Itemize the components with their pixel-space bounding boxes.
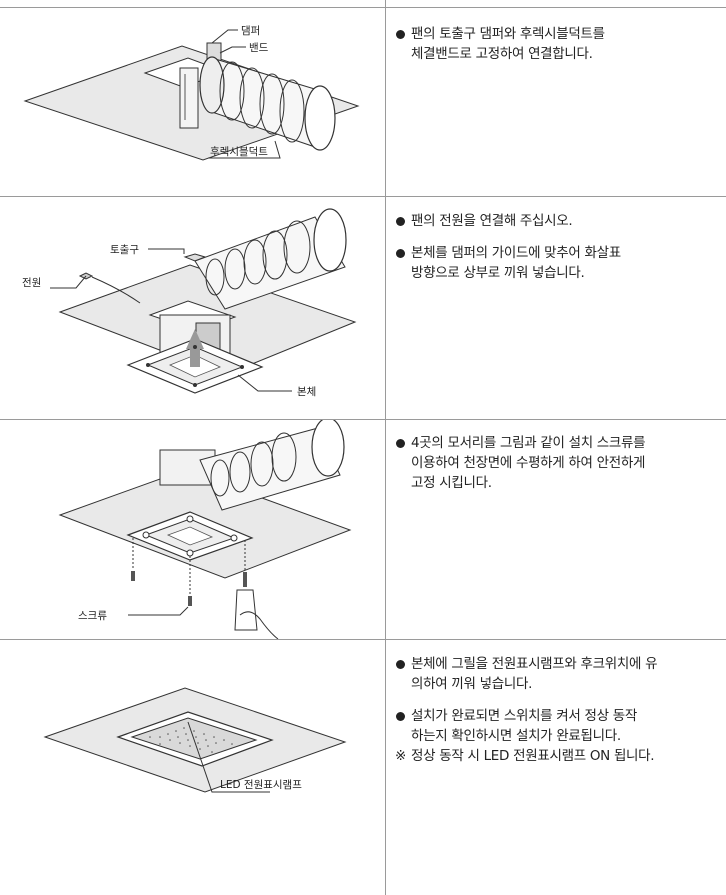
step-3-instructions: 4곳의 모서리를 그림과 같이 설치 스크류를 이용하여 천장면에 수평하게 하… [395,433,720,493]
bullet-item: 팬의 전원을 연결해 주십시오. [395,211,720,231]
duct-connection-illustration: 댐퍼 밴드 후렉시블덕트 [23,25,360,161]
fan-body-insertion-illustration: 토출구 전원 본체 [22,208,357,398]
bullet-text-line: 방향으로 상부로 끼워 넣습니다. [411,265,585,281]
bullet-dot-icon [396,30,405,39]
bullet-item: 본체에 그릴을 전원표시램프와 후크위치에 유 의하여 끼워 넣습니다. [395,654,720,694]
led-label: LED 전원표시램프 [220,779,302,791]
row-divider [0,639,726,640]
bullet-text-line: 이용하여 천장면에 수평하게 하여 안전하게 [411,455,646,471]
bullet-text-line: 팬의 토출구 댐퍼와 후렉시블덕트를 [411,26,605,42]
screw-label: 스크류 [78,610,107,622]
bullet-text-line: 본체를 댐퍼의 가이드에 맞추어 화살표 [411,245,621,261]
bullet-text-line: 설치가 완료되면 스위치를 켜서 정상 동작 [411,708,637,724]
note-mark: ※ [395,748,407,764]
bullet-dot-icon [396,249,405,258]
band-label: 밴드 [249,42,269,54]
bullet-text-line: 고정 시킵니다. [411,475,492,491]
step-1-instructions: 팬의 토출구 댐퍼와 후렉시블덕트를 체결밴드로 고정하여 연결합니다. [395,24,720,64]
bullet-dot-icon [396,660,405,669]
step-2-instructions: 팬의 전원을 연결해 주십시오. 본체를 댐퍼의 가이드에 맞추어 화살표 방향… [395,211,720,283]
bullet-dot-icon [396,712,405,721]
power-label: 전원 [22,277,41,289]
note-text: 정상 동작 시 LED 전원표시램프 ON 됩니다. [411,748,655,764]
bullet-item: 팬의 토출구 댐퍼와 후렉시블덕트를 체결밴드로 고정하여 연결합니다. [395,24,720,64]
bullet-item: 4곳의 모서리를 그림과 같이 설치 스크류를 이용하여 천장면에 수평하게 하… [395,433,720,493]
bullet-text-line: 체결밴드로 고정하여 연결합니다. [411,46,593,62]
outlet-label: 토출구 [110,244,139,256]
bullet-dot-icon [396,439,405,448]
step-row-1: 댐퍼 밴드 후렉시블덕트 팬의 토출구 댐퍼와 후렉시블덕트를 체결밴드로 고정… [0,8,726,196]
note-item: ※ 정상 동작 시 LED 전원표시램프 ON 됩니다. [395,746,720,766]
step-row-3: 스크류 4곳의 모서리를 그림과 같이 설치 스크류를 이용하여 천장면에 수평… [0,420,726,639]
step-row-2: 토출구 전원 본체 팬의 전원을 연결해 주십시오. 본체를 댐퍼의 가이드에 … [0,197,726,419]
grille-installation-illustration: LED 전원표시램프 [43,687,347,793]
row-divider [0,196,726,197]
damper-label: 댐퍼 [241,25,260,37]
step-row-4: LED 전원표시램프 본체에 그릴을 전원표시램프와 후크위치에 유 의하여 끼… [0,640,726,895]
bullet-dot-icon [396,217,405,226]
table-top-border [0,7,726,8]
bullet-text-line: 4곳의 모서리를 그림과 같이 설치 스크류를 [411,435,646,451]
row-divider [0,419,726,420]
screw-fixing-illustration: 스크류 [58,420,352,639]
grille-dot-pattern [149,727,233,753]
bullet-item: 본체를 댐퍼의 가이드에 맞추어 화살표 방향으로 상부로 끼워 넣습니다. [395,243,720,283]
bullet-text-line: 본체에 그릴을 전원표시램프와 후크위치에 유 [411,656,658,672]
bullet-text-line: 의하여 끼워 넣습니다. [411,676,533,692]
step-4-instructions: 본체에 그릴을 전원표시램프와 후크위치에 유 의하여 끼워 넣습니다. 설치가… [395,654,720,766]
column-divider [385,0,386,895]
bullet-text-line: 하는지 확인하시면 설치가 완료됩니다. [411,728,621,744]
flex-duct-label: 후렉시블덕트 [210,146,268,158]
bullet-item: 설치가 완료되면 스위치를 켜서 정상 동작 하는지 확인하시면 설치가 완료됩… [395,706,720,746]
body-label: 본체 [297,386,316,398]
bullet-text-line: 팬의 전원을 연결해 주십시오. [411,213,573,229]
